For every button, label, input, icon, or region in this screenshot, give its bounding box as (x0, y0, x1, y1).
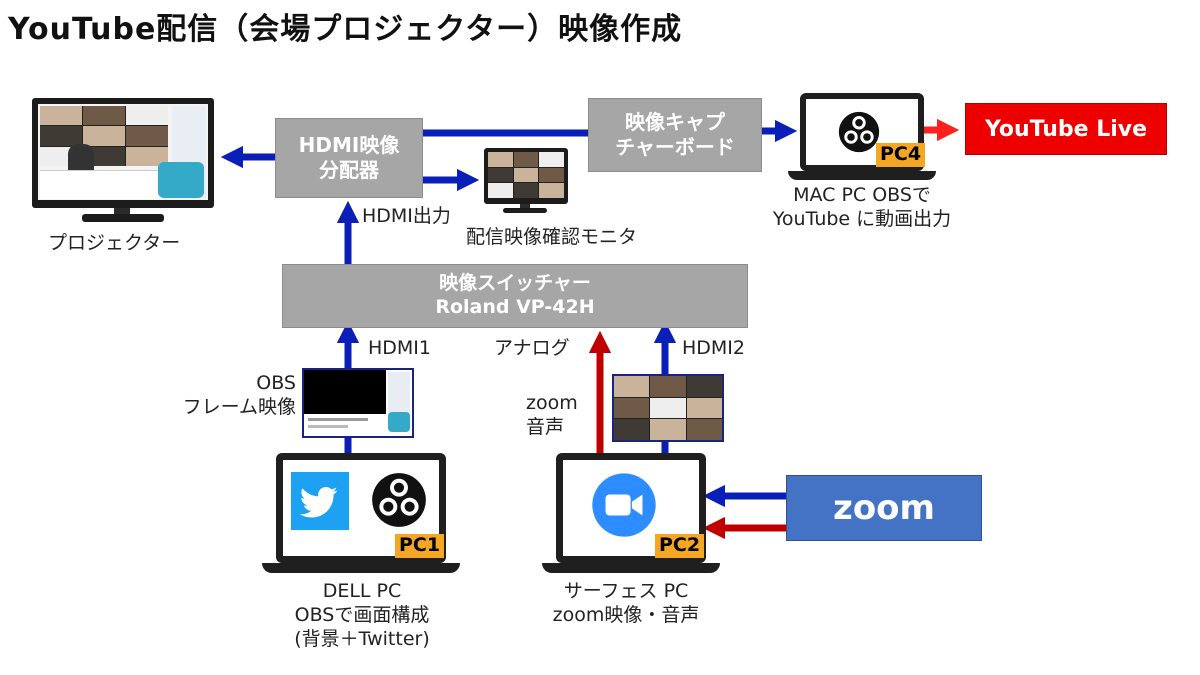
projector-monitor (32, 98, 214, 208)
hdmi-splitter-line1: HDMI映像 (298, 133, 400, 157)
pc1-laptop-base (262, 563, 460, 573)
obs-logo-icon (372, 473, 426, 527)
obs-frame-caption: OBS フレーム映像 (150, 372, 296, 420)
youtube-live-node: YouTube Live (965, 103, 1167, 155)
zoom-camera-icon (592, 473, 656, 537)
zoom-gallery-thumbnail (612, 374, 724, 442)
zoom-audio-caption: zoom 音声 (526, 392, 578, 440)
hdmi2-label: HDMI2 (682, 337, 746, 359)
zoom-node: zoom (786, 475, 982, 541)
page-title: YouTube配信（会場プロジェクター）映像作成 (8, 12, 683, 47)
pc1-badge: PC1 (395, 534, 445, 558)
capture-board-line2: チャーボード (615, 135, 735, 159)
hdmi-splitter-line2: 分配器 (319, 158, 379, 182)
pc1-caption-line2: OBSで画面構成 (294, 603, 430, 626)
twitter-bird-icon (291, 472, 349, 530)
pc4-caption-line2: YouTube に動画出力 (772, 207, 952, 230)
capture-board-line1: 映像キャプ (625, 110, 725, 134)
pc4-badge: PC4 (876, 143, 926, 167)
analog-label: アナログ (494, 337, 570, 359)
pc2-caption-line1: サーフェス PC (563, 580, 689, 602)
pc4-laptop: PC4 (800, 93, 926, 171)
pc2-laptop-base (542, 563, 720, 573)
pc4-caption: MAC PC OBSで YouTube に動画出力 (752, 184, 972, 232)
projector-screen (38, 104, 208, 200)
zoom-audio-line1: zoom (526, 392, 578, 414)
capture-board-node: 映像キャプ チャーボード (588, 98, 762, 172)
hdmi-splitter-node: HDMI映像 分配器 (275, 118, 423, 198)
pc2-badge: PC2 (655, 534, 705, 558)
pc1-laptop: PC1 (276, 453, 446, 563)
projector-label: プロジェクター (48, 232, 181, 254)
obs-frame-line1: OBS (256, 372, 296, 394)
pc4-caption-line1: MAC PC OBSで (793, 184, 931, 206)
pc2-caption: サーフェス PC zoom映像・音声 (516, 580, 736, 628)
pc2-screen: PC2 (563, 460, 705, 558)
confirm-monitor-screen (488, 152, 564, 198)
confirm-monitor-label: 配信映像確認モニタ (466, 226, 638, 248)
obs-frame-thumbnail (302, 368, 414, 438)
pc1-caption-line3: (背景＋Twitter) (294, 627, 430, 650)
pc4-screen: PC4 (806, 99, 926, 167)
confirm-monitor-stand-base (503, 208, 547, 213)
obs-frame-line2: フレーム映像 (182, 395, 296, 418)
pc1-caption: DELL PC OBSで画面構成 (背景＋Twitter) (242, 580, 482, 651)
pc1-screen: PC1 (283, 460, 445, 558)
projector-stand-neck (114, 208, 130, 216)
pc2-caption-line2: zoom映像・音声 (552, 603, 700, 626)
hdmi1-label: HDMI1 (368, 337, 432, 359)
hdmi-out-label: HDMI出力 (362, 205, 451, 227)
pc1-caption-line1: DELL PC (322, 580, 402, 602)
zoom-audio-line2: 音声 (526, 415, 565, 438)
pc2-laptop: PC2 (556, 453, 706, 563)
confirm-monitor (484, 148, 568, 204)
obs-logo-icon (838, 111, 880, 153)
confirm-monitor-stand-neck (520, 204, 530, 209)
switcher-line1: 映像スイッチャー (439, 272, 591, 295)
pc4-laptop-base (788, 171, 936, 180)
switcher-line2: Roland VP-42H (435, 296, 595, 318)
video-switcher-node: 映像スイッチャー Roland VP-42H (282, 264, 748, 328)
projector-stand-base (82, 214, 164, 222)
